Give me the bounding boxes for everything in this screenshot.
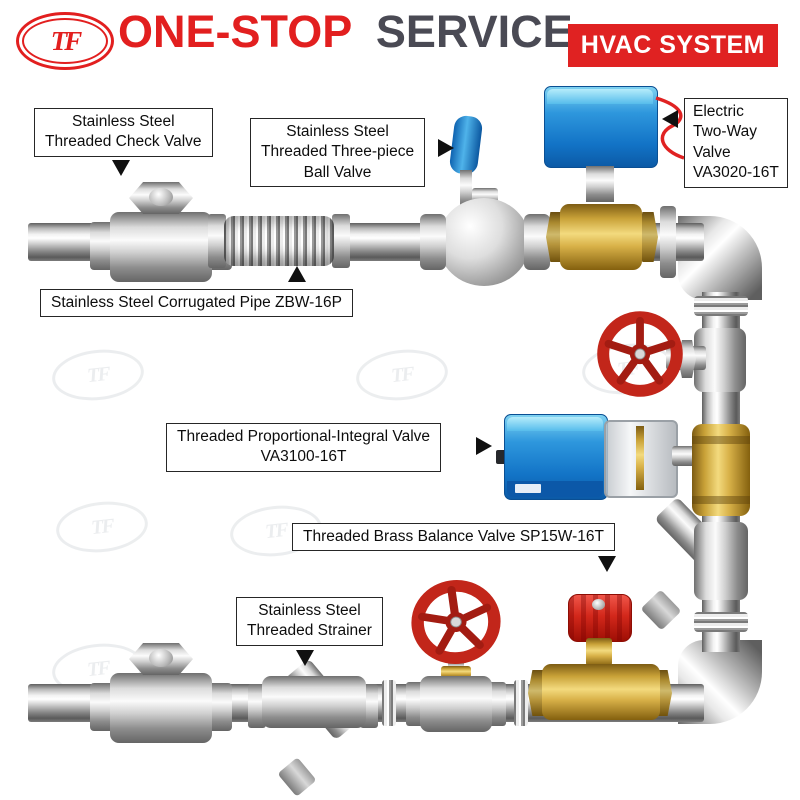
corrugated-pipe [208,214,350,268]
watermark-text: TF [90,514,114,539]
pi-valve-actuator-top [507,417,603,431]
pipe-union-vertical-bottom [694,612,748,632]
callout-check-valve-line2: Threaded Check Valve [45,133,202,151]
pi-valve [496,414,756,518]
electric-valve-nut-right [638,212,658,262]
title-primary: ONE-STOP [118,6,352,57]
pi-valve-stem [636,426,644,490]
callout-electric-valve-line2: Two-Way [693,123,758,141]
y-strainer-bottom [248,658,378,797]
pi-valve-body [692,424,750,516]
electric-valve-stem [586,166,614,202]
callout-pi-valve: Threaded Proportional-Integral Valve VA3… [166,423,442,472]
callout-check-valve: Stainless Steel Threaded Check Valve [34,108,213,157]
corrugated-nut-left [208,214,226,268]
pi-valve-connector [672,446,696,466]
callout-electric-valve: Electric Two-Way Valve VA3020-16T [684,98,788,188]
callout-electric-valve-line4: VA3020-16T [693,164,779,182]
check-valve-bottom [90,643,232,753]
ball-valve-union-right [524,214,550,270]
callout-strainer-line2: Threaded Strainer [247,622,372,640]
pi-valve-yoke [604,420,678,498]
gate-valve-right [594,308,754,404]
callout-electric-valve-arrow-icon [662,110,678,128]
callout-check-valve-line1: Stainless Steel [72,113,175,130]
check-valve-top [90,182,232,292]
check-valve-nut-right [208,683,232,731]
corrugated-nut-right [332,214,350,268]
balance-valve-body [542,664,660,720]
callout-ball-valve-line2: Threaded Three-piece [261,143,415,161]
gate-valve-right-handwheel [594,308,686,400]
ball-valve-handle-stem [460,170,472,208]
callout-corrugated-pipe-arrow-icon [288,266,306,282]
callout-ball-valve-line3: Ball Valve [303,163,372,181]
check-valve-bonnet-dome [149,188,173,206]
callout-strainer: Stainless Steel Threaded Strainer [236,597,383,646]
title-secondary: SERVICE [375,6,573,57]
callout-electric-valve-line1: Electric [693,103,744,120]
callout-pi-valve-line2: VA3100-16T [260,448,347,466]
callout-balance-valve: Threaded Brass Balance Valve SP15W-16T [292,523,615,552]
electric-valve-actuator [544,86,658,168]
corrugated-body [224,216,334,266]
balance-valve-stem [586,638,612,666]
pi-valve-body-band-top [692,436,750,444]
callout-strainer-arrow-icon [296,650,314,666]
pipe-flange-top-right [660,206,676,278]
watermark-logo: TF [49,345,147,405]
brand-logo-inner-ring [22,18,108,64]
watermark-text: TF [390,362,414,387]
brand-logo: TF [16,12,114,70]
gate-valve-bottom-nut-left [406,682,424,726]
page-title: ONE-STOP SERVICE [118,6,573,58]
pi-valve-actuator [504,414,608,500]
electric-valve-actuator-top [547,89,653,104]
y-strainer-bottom-nut-left [248,684,266,728]
watermark-logo: TF [53,497,151,557]
check-valve-bonnet-dome [149,649,173,667]
check-valve-body [110,673,212,743]
callout-balance-valve-line1: Threaded Brass Balance Valve SP15W-16T [303,528,604,545]
pi-valve-body-band-bottom [692,496,750,504]
callout-ball-valve: Stainless Steel Threaded Three-piece Bal… [250,118,426,188]
callout-strainer-line1: Stainless Steel [258,602,361,619]
watermark-logo: TF [353,345,451,405]
callout-electric-valve-line3: Valve [693,143,731,161]
hvac-system-badge: HVAC SYSTEM [567,24,778,67]
balance-valve-knob-screw [592,599,605,610]
y-strainer-bottom-cap [277,757,317,797]
gate-valve-bottom-packing [441,666,471,678]
y-strainer-right [636,496,756,631]
electric-two-way-valve [544,86,685,276]
electric-valve-body [560,204,642,270]
gate-valve-bottom-handwheel [402,571,510,674]
gate-valve-bottom [406,574,506,734]
callout-ball-valve-line1: Stainless Steel [286,123,389,140]
y-strainer-right-body [694,522,748,600]
callout-corrugated-pipe: Stainless Steel Corrugated Pipe ZBW-16P [40,289,353,318]
balance-valve-bottom [528,594,672,724]
y-strainer-bottom-body [262,676,366,728]
callout-corrugated-pipe-line1: Stainless Steel Corrugated Pipe ZBW-16P [51,294,342,311]
ball-valve-union-left [420,214,446,270]
callout-ball-valve-arrow-icon [438,139,454,157]
ball-valve [420,114,550,288]
check-valve-body [110,212,212,282]
pipe-union-vertical-top [694,296,748,316]
watermark-text: TF [264,518,288,543]
pipe-union-bottom-1 [382,680,396,726]
watermark-text: TF [86,362,110,387]
callout-pi-valve-arrow-icon [476,437,492,455]
ball-valve-body [438,198,530,286]
gate-valve-bottom-body [420,676,492,732]
gate-valve-bottom-nut-right [488,682,506,726]
pipe-union-bottom-2 [514,680,528,726]
callout-check-valve-arrow-icon [112,160,130,176]
pi-valve-actuator-label [515,484,541,493]
callout-balance-valve-arrow-icon [598,556,616,572]
callout-pi-valve-line1: Threaded Proportional-Integral Valve [177,428,431,445]
